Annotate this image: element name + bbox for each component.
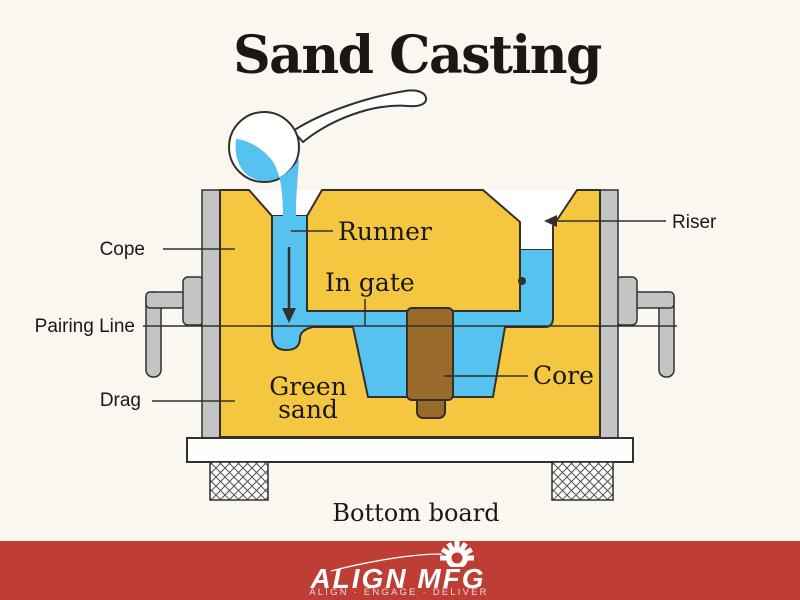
board-leg-left [209,461,269,501]
label-core: Core [533,361,594,390]
label-riser: Riser [672,212,717,233]
brand-name: ALIGN MFG [309,563,485,594]
molten-metal [272,216,553,397]
ladle [228,89,428,217]
label-in-gate: In gate [325,268,415,297]
label-pairing-line: Pairing Line [35,316,135,337]
riser-marker-dot [518,277,526,285]
flask-wall-right [599,189,619,439]
board-leg-right [551,461,614,501]
label-green-sand-line1: Green [269,372,347,401]
label-cope: Cope [100,239,145,260]
riser-leader-arrow [544,215,666,227]
page-title: Sand Casting [233,25,602,86]
flow-down-arrow [282,247,296,323]
label-green-sand-line2: sand [278,395,338,424]
label-runner: Runner [338,217,432,246]
brand-logo: ALIGN MFG ALIGN · ENGAGE · DELIVER [309,541,489,598]
ladle-handle [292,89,428,143]
gear-icon [440,541,474,567]
core-shape [406,307,454,419]
label-bottom-board: Bottom board [332,499,499,527]
footer-band [0,541,800,600]
logo-swoosh [330,553,443,572]
riser-opening [483,190,577,250]
bottom-board [186,437,634,463]
flask-handle-right [615,276,675,378]
pour-stream [235,139,299,217]
label-drag: Drag [100,390,141,411]
brand-tagline: ALIGN · ENGAGE · DELIVER [309,587,489,598]
